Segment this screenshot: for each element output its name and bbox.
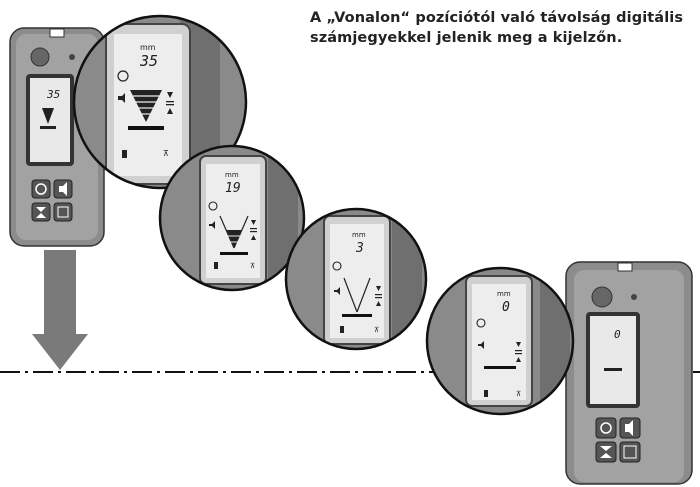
resolution-icon: ⊼ [163,149,169,158]
sensor-grid [591,286,613,308]
timer-icon [476,318,486,328]
timer-icon [332,261,342,271]
unit-label: mm [352,231,366,239]
power-button[interactable] [595,417,617,439]
resolution-icon: ⊼ [374,326,379,334]
distance-reading-4: 0 [502,300,510,315]
power-button[interactable] [31,179,51,199]
distance-reading-3: 3 [355,241,364,256]
large-detector: 0 [565,261,693,485]
small-detector-reading: 35 [46,88,60,101]
unit-label: mm [497,290,511,298]
speaker-icon [209,221,215,229]
level-indicator-1 [128,90,164,130]
battery-icon [214,262,218,269]
mode-button[interactable] [619,441,641,463]
caption-line-1: A „Vonalon“ pozíciótól való távolság dig… [310,10,684,26]
caption-line-2: számjegyekkel jelenik meg a kijelzőn. [310,30,623,46]
zoom-display-4: mm 0 ⊼ [425,266,575,416]
unit-label: mm [225,171,239,179]
unit-label: mm [140,43,156,52]
level-indicator-3 [342,277,372,317]
resolution-icon: ⊼ [516,390,521,398]
zoom-display-3: mm 3 ⊼ [284,207,428,351]
speaker-icon [478,341,484,349]
battery-icon [122,150,127,158]
level-indicator-2 [219,215,249,255]
small-detector: 35 [9,27,105,247]
distance-reading-2: 19 [225,181,241,196]
resolution-icon: ⊼ [250,262,255,270]
timer-icon [208,201,218,211]
speaker-icon [118,93,125,103]
battery-icon [484,390,488,397]
timer-icon [117,70,129,82]
caption: A „Vonalon“ pozíciótól való távolság dig… [310,8,695,48]
down-arrow [32,250,88,370]
resolution-button[interactable] [595,441,617,463]
level-indicator-4 [484,366,516,369]
battery-icon [340,326,344,333]
large-detector-reading: 0 [614,328,621,341]
sensor-grid [30,47,50,67]
speaker-icon [334,287,340,295]
mode-button[interactable] [53,202,73,222]
zoom-display-2: mm 19 ⊼ [158,144,306,292]
distance-reading-1: 35 [139,52,158,70]
